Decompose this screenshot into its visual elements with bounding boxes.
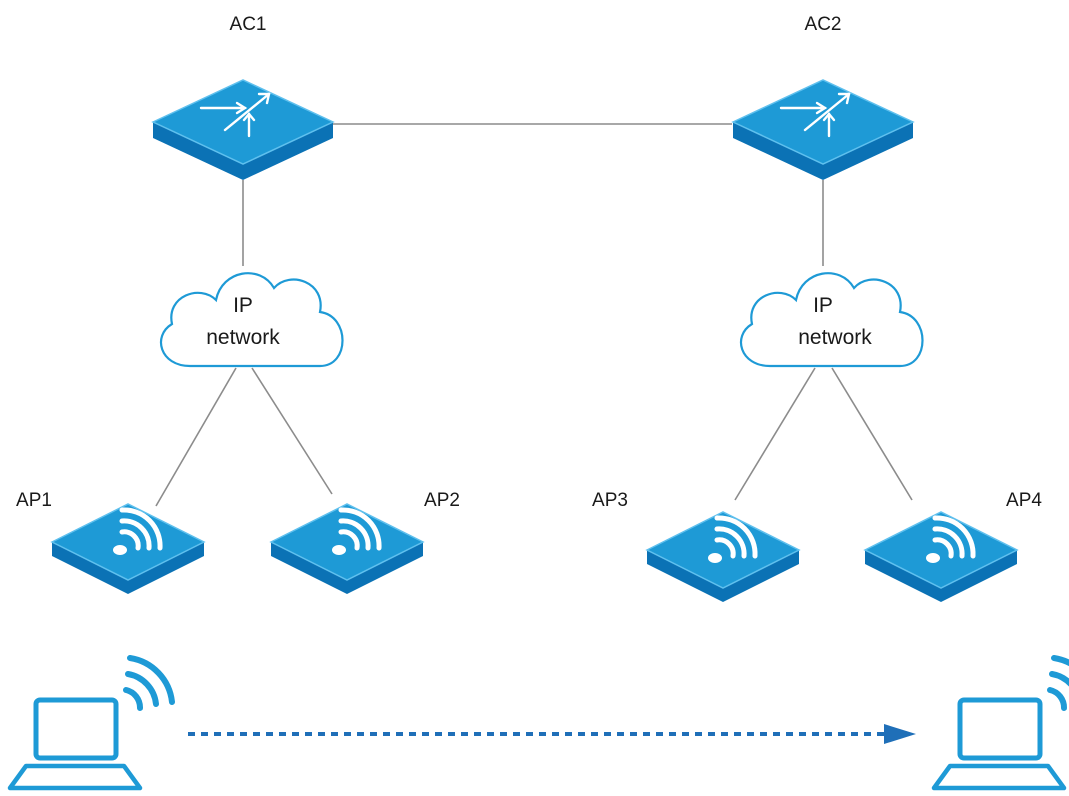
cloud-icon — [739, 272, 924, 368]
cloud1-line1: IP — [233, 294, 253, 317]
wireless-ap-icon — [52, 504, 204, 594]
link-cloud2-ap4 — [831, 367, 913, 501]
ac2-label: AC2 — [805, 14, 842, 35]
link-cloud1-ap1 — [155, 367, 237, 507]
wireless-ap-icon — [647, 512, 799, 602]
arrowhead-icon — [884, 724, 916, 744]
ap3-label: AP3 — [592, 490, 628, 511]
cloud2-line1: IP — [813, 294, 833, 317]
ap2-device: AP2 — [271, 490, 460, 594]
ap1-label: AP1 — [16, 490, 52, 511]
ap2-label: AP2 — [424, 490, 460, 511]
links — [155, 123, 913, 507]
ap3-device: AP3 — [592, 490, 799, 602]
wireless-ap-icon — [865, 512, 1017, 602]
client-start — [10, 658, 172, 788]
client-end — [934, 658, 1069, 788]
roaming-arrow — [188, 724, 916, 744]
ac1-label: AC1 — [230, 14, 267, 35]
cloud-icon — [159, 272, 344, 368]
cloud1-line2: network — [206, 326, 280, 349]
router-icon — [731, 78, 915, 182]
ap4-label: AP4 — [1006, 490, 1042, 511]
cloud1: IP network — [159, 272, 344, 368]
ac1-device: AC1 — [151, 14, 335, 182]
ac2-device: AC2 — [731, 14, 915, 182]
laptop-wifi-icon — [10, 658, 172, 788]
laptop-wifi-icon — [934, 658, 1069, 788]
ap1-device: AP1 — [16, 490, 204, 594]
cloud2: IP network — [739, 272, 924, 368]
link-cloud2-ap3 — [734, 367, 816, 501]
link-cloud1-ap2 — [251, 367, 333, 495]
cloud2-line2: network — [798, 326, 872, 349]
router-icon — [151, 78, 335, 182]
wireless-ap-icon — [271, 504, 423, 594]
ap4-device: AP4 — [865, 490, 1042, 602]
